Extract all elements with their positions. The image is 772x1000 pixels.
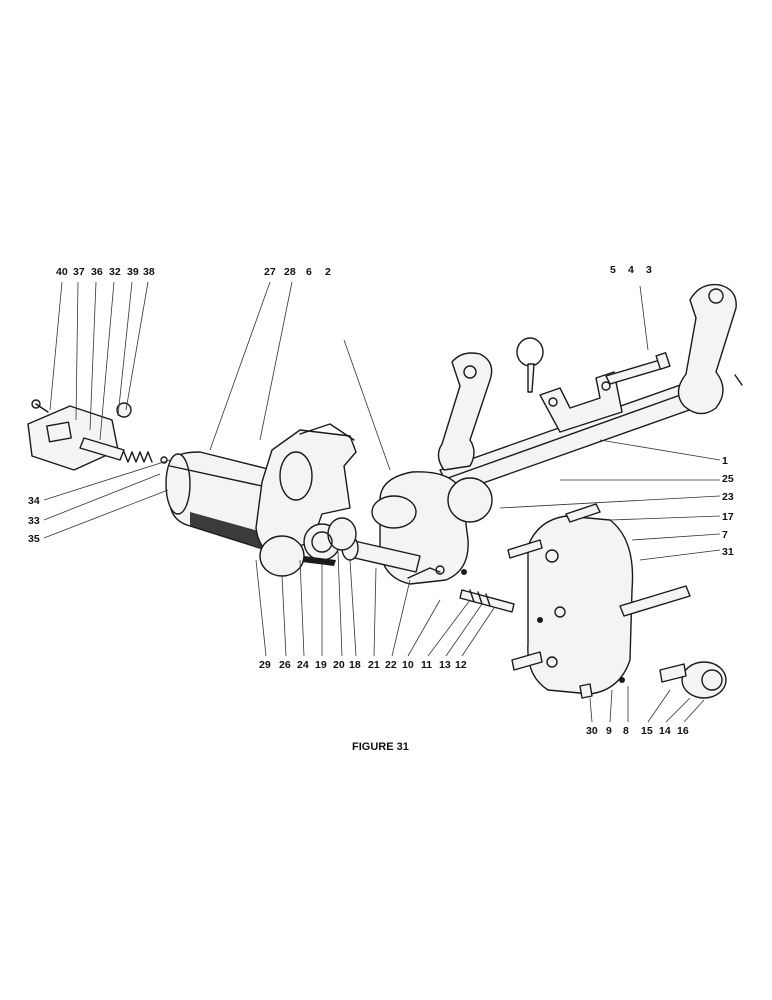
- control-knob: [619, 661, 727, 699]
- part-label-27: 27: [264, 266, 276, 278]
- part-label-7: 7: [722, 529, 728, 541]
- part-label-17: 17: [722, 511, 734, 523]
- part-label-24: 24: [297, 659, 309, 671]
- part-label-25: 25: [722, 473, 734, 485]
- part-label-21: 21: [368, 659, 380, 671]
- part-label-36: 36: [91, 266, 103, 278]
- part-label-39: 39: [127, 266, 139, 278]
- mounting-bracket: [539, 352, 671, 433]
- part-label-35: 35: [28, 533, 40, 545]
- part-label-23: 23: [722, 491, 734, 503]
- part-label-8: 8: [623, 725, 629, 737]
- part-label-30: 30: [586, 725, 598, 737]
- part-label-20: 20: [333, 659, 345, 671]
- figure-caption: FIGURE 31: [352, 741, 409, 753]
- part-label-31: 31: [722, 546, 734, 558]
- leader-lines: [43, 281, 721, 723]
- part-label-14: 14: [659, 725, 671, 737]
- labels-top-center: 27 28 6 2: [264, 266, 331, 278]
- part-label-13: 13: [439, 659, 451, 671]
- labels-bottom-center: 29 26 24 19 20 18 21 22 10 11 13 12: [259, 659, 467, 671]
- part-label-9: 9: [606, 725, 612, 737]
- left-crank-arm: [437, 352, 493, 471]
- part-label-6: 6: [306, 266, 312, 278]
- part-label-28: 28: [284, 266, 296, 278]
- labels-bottom-right: 30 9 8 15 14 16: [586, 725, 689, 737]
- part-label-1: 1: [722, 455, 728, 467]
- part-label-34: 34: [28, 495, 40, 507]
- piston-and-seals: [259, 517, 357, 577]
- labels-left-column: 34 33 35: [28, 495, 40, 545]
- part-label-19: 19: [315, 659, 327, 671]
- part-label-11: 11: [421, 659, 432, 671]
- axle-assembly-drawing: [27, 281, 743, 723]
- part-label-29: 29: [259, 659, 271, 671]
- hydraulic-cylinder: [165, 451, 273, 551]
- part-label-5: 5: [610, 264, 616, 276]
- end-cover: [507, 503, 691, 699]
- labels-top-left: 40 37 36 32 39 38: [56, 266, 155, 278]
- cylinder-head: [255, 423, 357, 554]
- valve-plate: [27, 399, 132, 471]
- part-label-32: 32: [109, 266, 121, 278]
- valve-spool: [79, 437, 168, 464]
- labels-top-right: 5 4 3: [610, 264, 652, 276]
- part-label-2: 2: [325, 266, 331, 278]
- part-label-26: 26: [279, 659, 291, 671]
- part-label-33: 33: [28, 515, 40, 527]
- part-label-10: 10: [402, 659, 414, 671]
- lynch-pin: [516, 337, 544, 393]
- part-label-3: 3: [646, 264, 652, 276]
- right-crank-arm: [677, 283, 743, 415]
- part-label-15: 15: [641, 725, 653, 737]
- hub-casting: [371, 471, 493, 585]
- part-label-4: 4: [628, 264, 634, 276]
- part-label-12: 12: [455, 659, 467, 671]
- part-label-38: 38: [143, 266, 155, 278]
- part-label-16: 16: [677, 725, 689, 737]
- labels-right-column: 1 25 23 17 7 31: [722, 455, 734, 558]
- part-label-40: 40: [56, 266, 68, 278]
- part-label-22: 22: [385, 659, 397, 671]
- adjuster-screw: [459, 589, 515, 613]
- part-label-37: 37: [73, 266, 85, 278]
- part-label-18: 18: [349, 659, 361, 671]
